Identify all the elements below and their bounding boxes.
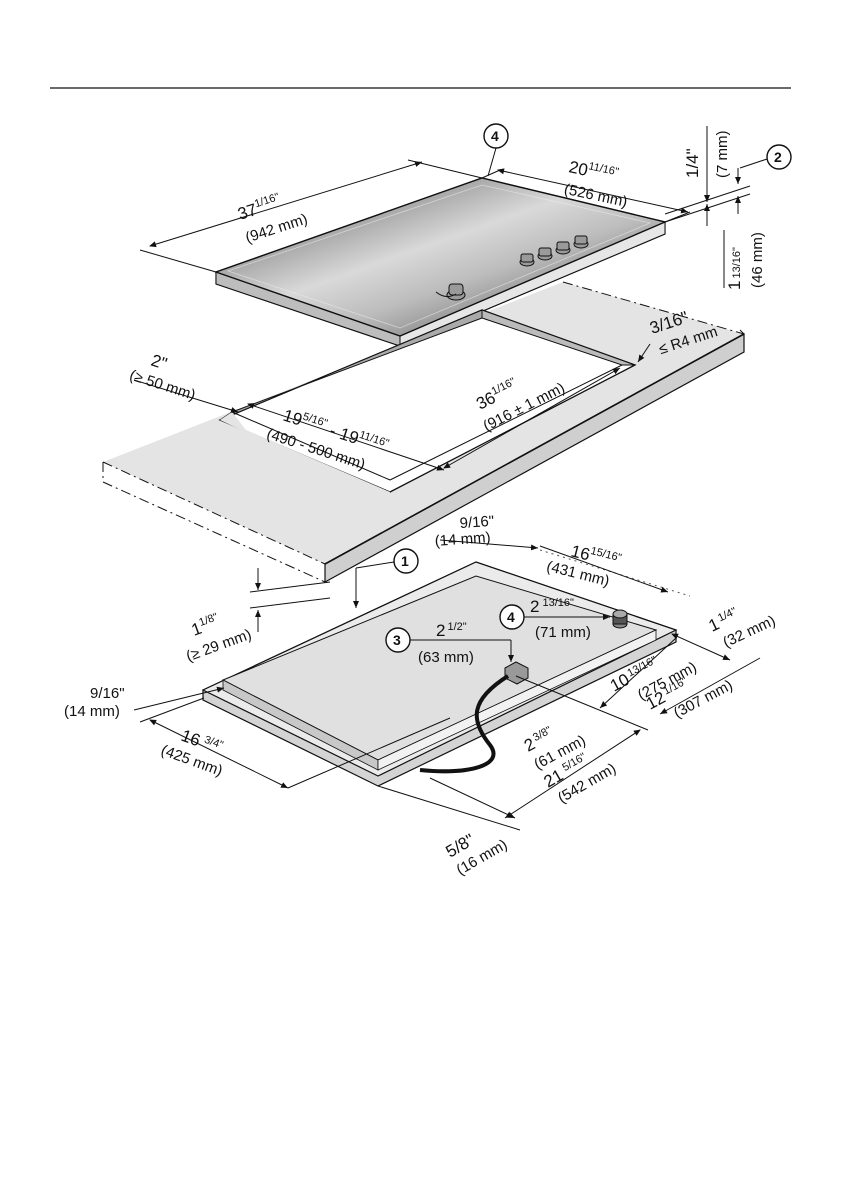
hob-height-mm: (46 mm) [749,232,766,288]
callout-3: 3 [393,632,401,648]
callout-2: 2 [774,149,782,165]
connector-in: 2 [530,597,539,616]
underside-offset-top-mm: (14 mm) [434,529,491,550]
svg-text:11/8": 11/8" [189,611,223,640]
callout-1-circle [393,548,419,574]
hob-width-in: 37 [235,200,259,224]
hob [213,177,668,347]
cable-in: 2 [436,621,445,640]
cable-mm: (63 mm) [418,649,474,666]
side-frac: 1/4" [716,605,739,624]
svg-text:113/16": 1 13/16" [725,247,744,290]
cutout-edge-in: 2" [149,351,170,374]
underside-len-mm: (431 mm) [545,558,611,590]
connector-mm: (71 mm) [535,624,591,641]
svg-text:371/16": 371/16" [235,191,283,224]
callout-4-bottom: 4 [507,609,515,625]
offset-left-mm: (14 mm) [64,703,120,720]
svg-text:2011/16": 2011/16" [567,156,620,186]
glass-thickness-mm: (7 mm) [714,131,731,179]
hob-height-in: 1 [725,281,744,290]
hob-depth-in: 20 [567,157,589,180]
offset-left-in: 9/16" [90,685,125,702]
hob-depth-quote: " [613,166,619,179]
width-frac: 3/4" [203,734,225,752]
svg-text:21/2": 21/2" [436,621,467,640]
callout-2-circle [766,144,792,170]
underside-offset-top-in: 9/16" [459,513,495,532]
underside-len-in: 16 [569,541,592,564]
connector-frac: 13/16" [542,597,574,609]
underside-unit [201,561,678,787]
svg-text:213/16": 213/16" [530,597,574,616]
control-knobs [446,235,589,301]
cable-frac: 1/2" [447,621,466,633]
front-frac: 3/8" [531,724,554,744]
worktop-thickness-frac: 1/8" [197,611,219,629]
hob-height-frac: 13/16" [731,247,743,279]
hob-depth-frac: 11/16 [587,160,616,177]
glass-thickness-in: 1/4" [683,148,702,178]
callout-1: 1 [401,553,409,569]
power-cable [419,674,510,774]
width-in: 16 [179,726,203,750]
underside-len-frac: 15/16" [589,545,622,564]
callout-4-top: 4 [491,128,499,144]
hob-width-quote: " [273,191,281,204]
cutout-depth-in: 19 [281,406,305,430]
